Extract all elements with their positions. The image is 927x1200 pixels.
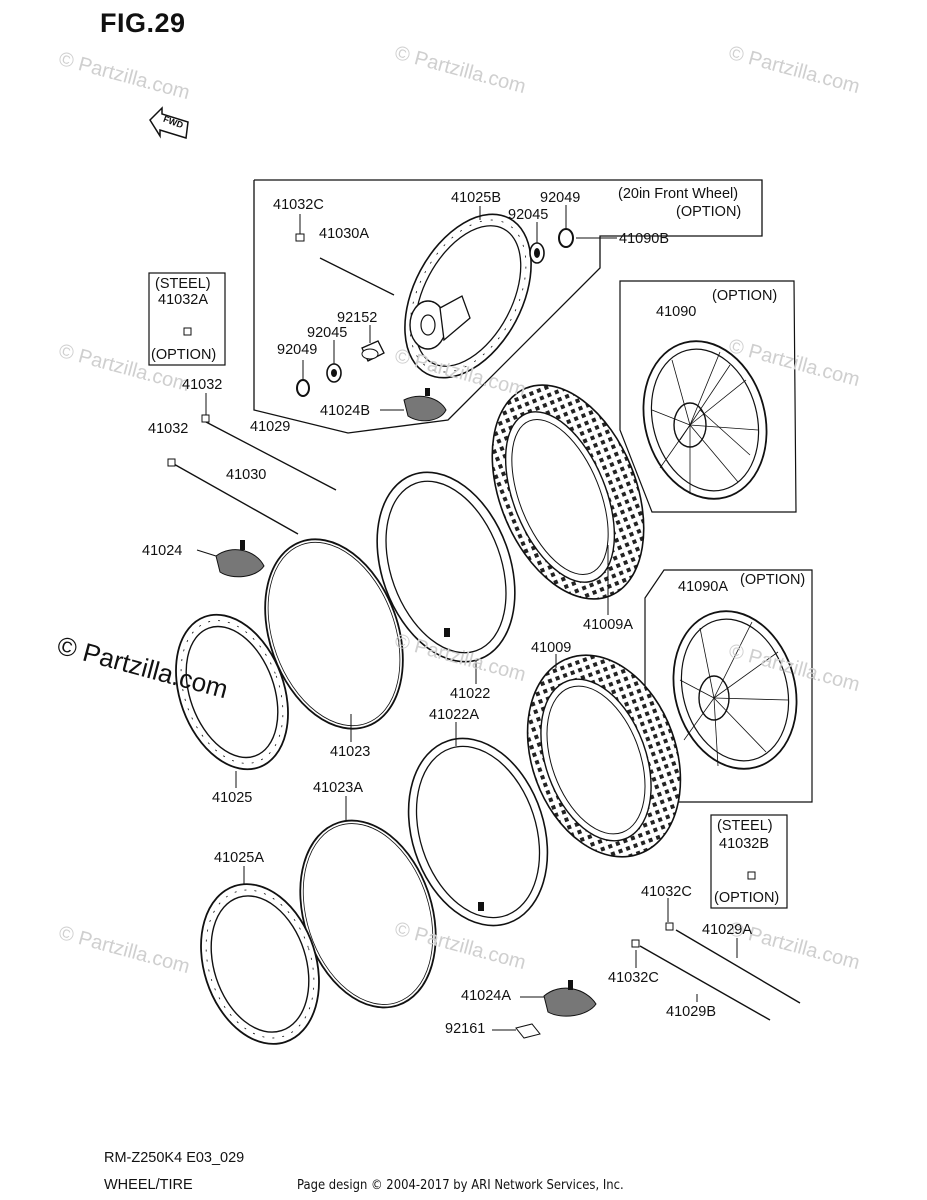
part-label-41025a[interactable]: 41025A — [214, 850, 264, 866]
part-label-41030a[interactable]: 41030A — [319, 226, 369, 242]
part-label-41024[interactable]: 41024 — [142, 543, 183, 559]
part-label-41025b[interactable]: 41025B — [451, 190, 501, 206]
spoke-41029a — [675, 929, 801, 1004]
option-41090-label: (OPTION) — [712, 288, 778, 304]
bearing-92045-left-icon — [326, 363, 342, 383]
part-label-92161[interactable]: 92161 — [445, 1021, 486, 1037]
part-label-41029a[interactable]: 41029A — [702, 922, 752, 938]
steel-box-b-bottom: (OPTION) — [714, 890, 780, 906]
part-label-41022[interactable]: 41022 — [450, 686, 491, 702]
tube-41022a — [407, 737, 549, 927]
nipple-41032a-icon — [183, 327, 192, 336]
part-label-41032-b[interactable]: 41032 — [148, 421, 189, 437]
nipple-41032c-top-icon — [295, 233, 305, 242]
wheel-41090 — [642, 340, 768, 500]
footer-model: RM-Z250K4 E03_029 — [104, 1150, 245, 1166]
nipple-41032b-icon — [747, 871, 756, 880]
part-label-41090a[interactable]: 41090A — [678, 579, 728, 595]
part-label-41029b[interactable]: 41029B — [666, 1004, 716, 1020]
option-41090a-label: (OPTION) — [740, 572, 806, 588]
rim-band-41024a-icon — [543, 980, 597, 1017]
part-label-41025[interactable]: 41025 — [212, 790, 253, 806]
spoke-41029b — [639, 945, 771, 1021]
wheel-41090a — [672, 610, 798, 770]
steel-box-a-part[interactable]: 41032A — [158, 292, 208, 308]
part-label-41032-a[interactable]: 41032 — [182, 377, 223, 393]
leader-lines — [196, 205, 738, 1031]
seal-92049-left-icon — [296, 379, 310, 397]
part-label-92045-top[interactable]: 92045 — [508, 207, 549, 223]
part-label-41022a[interactable]: 41022A — [429, 707, 479, 723]
part-label-41009a[interactable]: 41009A — [583, 617, 633, 633]
spacer-92152-icon — [361, 340, 385, 362]
rim-41025a — [200, 883, 320, 1045]
bearing-92045-top-icon — [529, 242, 545, 264]
steel-box-a-bottom: (OPTION) — [151, 347, 217, 363]
part-label-41029[interactable]: 41029 — [250, 419, 291, 435]
figure-title: FIG.29 — [100, 8, 186, 38]
tire-41009 — [526, 654, 682, 858]
weight-92161-icon — [515, 1023, 541, 1039]
rim-band-41023 — [264, 538, 404, 730]
part-label-41024a[interactable]: 41024A — [461, 988, 511, 1004]
spoke-41029 — [205, 421, 337, 491]
option-20in-line1: (20in Front Wheel) — [618, 186, 739, 202]
part-label-41032c-right1[interactable]: 41032C — [641, 884, 692, 900]
steel-box-b-top: (STEEL) — [717, 818, 773, 834]
part-label-92152[interactable]: 92152 — [337, 310, 378, 326]
steel-box-a-outline — [148, 272, 226, 366]
part-label-41023a[interactable]: 41023A — [313, 780, 363, 796]
part-label-41024b[interactable]: 41024B — [320, 403, 370, 419]
spoke-41030 — [171, 462, 299, 535]
steel-box-a-top: (STEEL) — [155, 276, 211, 292]
tire-41009a — [491, 384, 645, 600]
part-label-41009[interactable]: 41009 — [531, 640, 572, 656]
part-label-41023[interactable]: 41023 — [330, 744, 371, 760]
part-label-41030[interactable]: 41030 — [226, 467, 267, 483]
footer-credit: Page design © 2004-2017 by ARI Network S… — [297, 1177, 624, 1193]
nipple-41032-b-icon — [167, 458, 176, 467]
nipple-41032c-right1-icon — [665, 922, 674, 931]
seal-92049-top-icon — [558, 228, 574, 248]
fwd-arrow-icon — [149, 106, 189, 139]
nipple-41032c-right2-icon — [631, 939, 640, 948]
rim-41025 — [175, 613, 289, 771]
nipple-41032-a-icon — [201, 414, 210, 423]
rim-band-41024-icon — [215, 540, 265, 578]
part-label-92049-top[interactable]: 92049 — [540, 190, 581, 206]
footer-section-name: WHEEL/TIRE — [104, 1177, 193, 1193]
part-label-92045-left[interactable]: 92045 — [307, 325, 348, 341]
part-label-92049-left[interactable]: 92049 — [277, 342, 318, 358]
part-label-41032c-right2[interactable]: 41032C — [608, 970, 659, 986]
steel-box-b-part[interactable]: 41032B — [719, 836, 769, 852]
part-label-41090b[interactable]: 41090B — [619, 231, 669, 247]
spoke-41030a — [319, 257, 395, 296]
option-box-20in-outline — [253, 179, 763, 434]
steel-box-b-outline — [710, 814, 788, 909]
part-label-41090[interactable]: 41090 — [656, 304, 697, 320]
option-box-41090-outline — [619, 280, 797, 513]
hub-20in — [409, 295, 471, 350]
rim-band-41024b-icon — [403, 388, 447, 422]
part-label-41032c-top[interactable]: 41032C — [273, 197, 324, 213]
tube-41022 — [376, 471, 516, 663]
option-20in-line2: (OPTION) — [676, 204, 742, 220]
